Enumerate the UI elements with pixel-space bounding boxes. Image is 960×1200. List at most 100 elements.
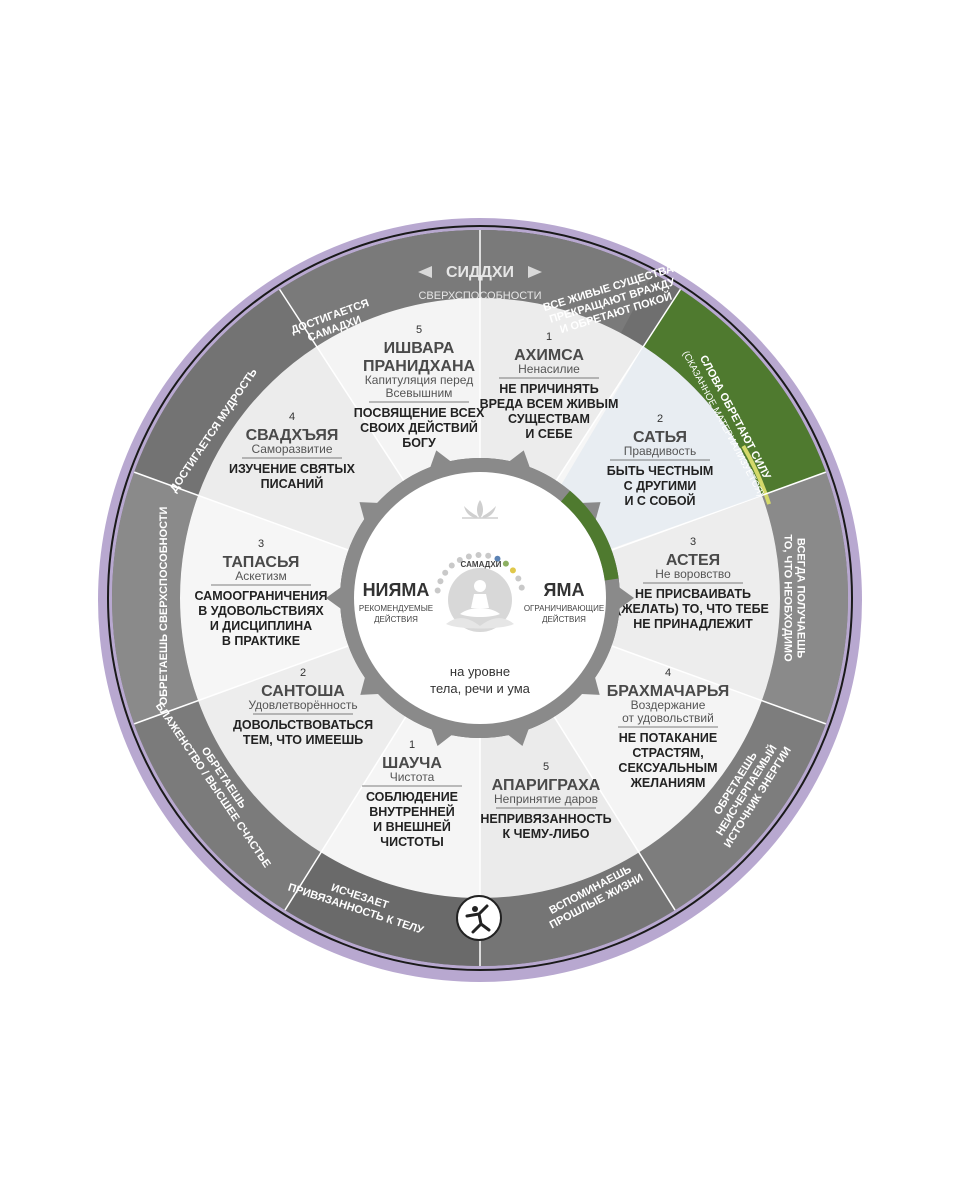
segment-number: 1 <box>546 331 552 343</box>
satya-accent <box>741 445 772 505</box>
samadhi-dot <box>456 557 463 564</box>
segment-description: В ПРАКТИКЕ <box>222 634 300 648</box>
separator-line <box>553 716 676 911</box>
outer-band <box>111 230 848 966</box>
segment-description: СУЩЕСТВАМ <box>508 412 590 426</box>
samadhi-dot <box>518 584 525 591</box>
segment-description: (ЖЕЛАТЬ) ТО, ЧТО ТЕБЕ <box>617 602 769 616</box>
gear-tooth <box>429 450 453 470</box>
gear-tooth <box>326 585 343 611</box>
segment-subtitle: Воздержание <box>631 698 706 712</box>
separator-line <box>278 288 405 481</box>
segment-number: 3 <box>690 536 696 548</box>
outer-sector-asteya <box>761 472 848 724</box>
segment-name: ШАУЧА <box>382 755 442 772</box>
segment-description: ТЕМ, ЧТО ИМЕЕШЬ <box>243 733 363 747</box>
gear-tooth <box>617 585 634 611</box>
separator-line <box>611 471 827 551</box>
segment-description: В УДОВОЛЬСТВИЯХ <box>198 604 324 618</box>
separator-line <box>284 716 407 911</box>
segment-name: БРАХМАЧАРЬЯ <box>607 683 730 700</box>
outer-sector-tapasya <box>111 472 199 724</box>
segment-number: 2 <box>300 667 306 679</box>
gear-tooth <box>430 726 454 747</box>
segment-name: САТЬЯ <box>633 429 687 446</box>
outer-text-tapasya: ОБРЕТАЕШЬ СВЕРХСПОСОБНОСТИ <box>158 506 170 705</box>
segment-name: ИШВАРА <box>384 340 455 357</box>
segment-subtitle: Правдивость <box>624 444 697 458</box>
segment-name: ТАПАСЬЯ <box>223 554 300 571</box>
gear-tooth <box>506 726 530 747</box>
segment-description: ПИСАНИЙ <box>261 476 324 491</box>
segment-sector-santosha <box>198 645 406 853</box>
yama-sub-2: ДЕЙСТВИЯ <box>542 615 586 624</box>
niyama-title: НИЯМА <box>363 580 430 600</box>
segment-subtitle: Всевышним <box>386 386 453 400</box>
segment-description: СВОИХ ДЕЙСТВИЙ <box>360 420 478 435</box>
segment-subtitle: Аскетизм <box>235 569 287 583</box>
meditator-icon <box>446 568 514 632</box>
segment-number: 2 <box>657 413 663 425</box>
samadhi-dot <box>509 567 516 574</box>
segment-description: С ДРУГИМИ <box>624 479 697 493</box>
samadhi-dot <box>502 560 509 567</box>
samadhi-dot <box>465 553 472 560</box>
separator-line <box>133 471 349 551</box>
separator-line <box>133 645 349 725</box>
segment-description: ВРЕДА ВСЕМ ЖИВЫМ <box>480 397 619 411</box>
segment-sector-aparigraha <box>480 716 639 898</box>
samadhi-dot <box>442 569 449 576</box>
samadhi-dot <box>475 552 482 559</box>
segment-description: НЕ ПОТАКАНИЕ <box>619 731 717 745</box>
segment-description: И ДИСЦИПЛИНА <box>210 619 312 633</box>
niyama-sub-2: ДЕЙСТВИЯ <box>374 615 418 624</box>
siddhi-subtitle: СВЕРХСПОСОБНОСТИ <box>418 290 541 302</box>
segment-subtitle: Ненасилие <box>518 362 580 376</box>
samadhi-dot <box>437 578 444 585</box>
segment-name: АПАРИГРАХА <box>492 777 601 794</box>
segment-name: САНТОША <box>261 683 345 700</box>
segment-name: АХИМСА <box>514 347 584 364</box>
yama-sub-1: ОГРАНИЧИВАЮЩИЕ <box>524 604 604 613</box>
segment-number: 4 <box>289 411 295 423</box>
niyama-sub-1: РЕКОМЕНДУЕМЫЕ <box>359 604 433 613</box>
segment-subtitle: Капитуляция перед <box>365 373 473 387</box>
segment-sector-tapasya <box>180 495 349 701</box>
segment-description: К ЧЕМУ-ЛИБО <box>502 827 589 841</box>
segment-description: ИЗУЧЕНИЕ СВЯТЫХ <box>229 462 356 476</box>
segment-description: СТРАСТЯМ, <box>632 746 703 760</box>
outer-sector-aparigraha <box>480 852 676 966</box>
segment-description: ПОСВЯЩЕНИЕ ВСЕХ <box>354 406 485 420</box>
outer-sector-satya <box>643 289 826 496</box>
samadhi-dot <box>494 555 501 562</box>
outer-text-line: ОБРЕТАЕШЬ СВЕРХСПОСОБНОСТИ <box>158 506 170 705</box>
segment-name-line2: ПРАНИДХАНА <box>363 358 476 375</box>
yama-title: ЯМА <box>544 580 585 600</box>
siddhi-label: СИДДХИ СВЕРХСПОСОБНОСТИ <box>418 264 542 302</box>
segment-subtitle: от удовольствий <box>622 711 714 725</box>
segment-name: АСТЕЯ <box>666 552 720 569</box>
siddhi-title: СИДДХИ <box>446 264 514 281</box>
samadhi-dots <box>434 552 525 594</box>
outer-sector-santosha <box>134 700 322 911</box>
samadhi-dot <box>485 552 492 559</box>
outer-text-line: ВСЕГДА ПОЛУЧАЕШЬ <box>795 538 807 658</box>
segment-santosha: 2САНТОШАУдовлетворённостьДОВОЛЬСТВОВАТЬС… <box>233 667 373 747</box>
separator-line <box>555 288 682 481</box>
segment-description: БОГУ <box>402 436 436 450</box>
segment-sector-shaucha <box>321 716 480 898</box>
segment-description: ЖЕЛАНИЯМ <box>630 776 706 790</box>
segment-number: 1 <box>409 739 415 751</box>
segment-sector-ishvara <box>316 298 480 481</box>
segment-description: ДОВОЛЬСТВОВАТЬСЯ <box>233 718 373 732</box>
outer-sector-shaucha <box>284 852 480 966</box>
gear-tooth <box>507 450 531 470</box>
segment-number: 5 <box>416 324 422 336</box>
segment-number: 5 <box>543 761 549 773</box>
